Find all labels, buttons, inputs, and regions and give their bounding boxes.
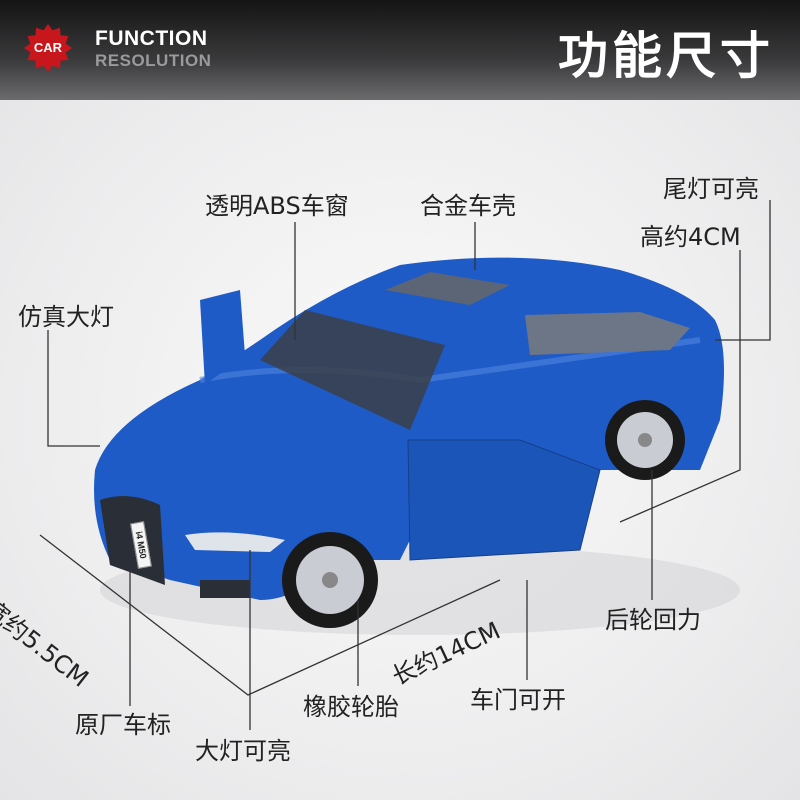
label-headlamp-sim: 仿真大灯 bbox=[18, 303, 114, 331]
leader-lines bbox=[39, 200, 771, 730]
badge-text: CAR bbox=[33, 40, 63, 55]
page-title: 功能尺寸 bbox=[558, 27, 774, 85]
label-alloy-shell: 合金车壳 bbox=[420, 192, 516, 220]
badge-seal-icon bbox=[24, 24, 72, 72]
label-door: 车门可开 bbox=[470, 686, 566, 714]
label-tire: 橡胶轮胎 bbox=[303, 693, 399, 721]
rear-wheel bbox=[605, 400, 685, 480]
car-body bbox=[94, 257, 724, 600]
front-wheel bbox=[282, 532, 378, 628]
label-taillight: 尾灯可亮 bbox=[663, 175, 759, 203]
header-resolution: RESOLUTION bbox=[95, 51, 212, 70]
car-badge: CAR bbox=[22, 22, 74, 74]
label-logo: 原厂车标 bbox=[75, 711, 171, 739]
label-rear-wheel: 后轮回力 bbox=[605, 606, 701, 634]
label-transparent-window: 透明ABS车窗 bbox=[205, 192, 349, 220]
header-function: FUNCTION bbox=[95, 27, 208, 50]
label-height: 高约4CM bbox=[640, 223, 741, 251]
label-headlight-on: 大灯可亮 bbox=[195, 737, 291, 765]
header-bar bbox=[0, 0, 800, 100]
